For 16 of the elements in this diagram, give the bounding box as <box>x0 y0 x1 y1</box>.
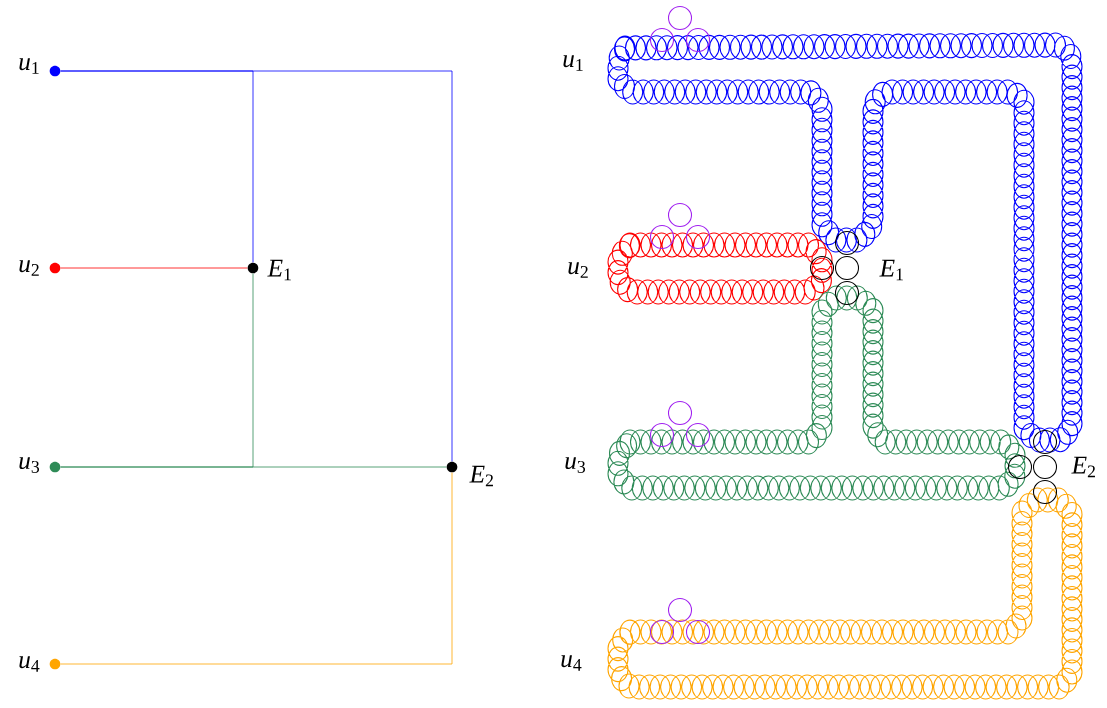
vertex-label: E$_{2}$ <box>1071 456 1095 478</box>
line <box>60 70 453 462</box>
vertex-label: E$_{1}$ <box>879 259 903 281</box>
vertex-label: u$_{4}$ <box>561 655 582 671</box>
vertex-label: u$_{2}$ <box>19 260 39 276</box>
vertex-label: E$_{2}$ <box>469 465 493 487</box>
vertex-label: u$_{3}$ <box>19 457 40 473</box>
line <box>60 472 453 665</box>
vertex-label: E$_{1}$ <box>267 259 291 281</box>
line <box>60 267 248 269</box>
vertex-label: u$_{4}$ <box>19 656 40 672</box>
vertex-label: u$_{1}$ <box>19 58 39 74</box>
vertex-label: u$_{2}$ <box>568 262 588 278</box>
vertex-label: u$_{1}$ <box>563 55 583 71</box>
line <box>60 466 447 468</box>
vertex-label: u$_{3}$ <box>565 457 586 473</box>
